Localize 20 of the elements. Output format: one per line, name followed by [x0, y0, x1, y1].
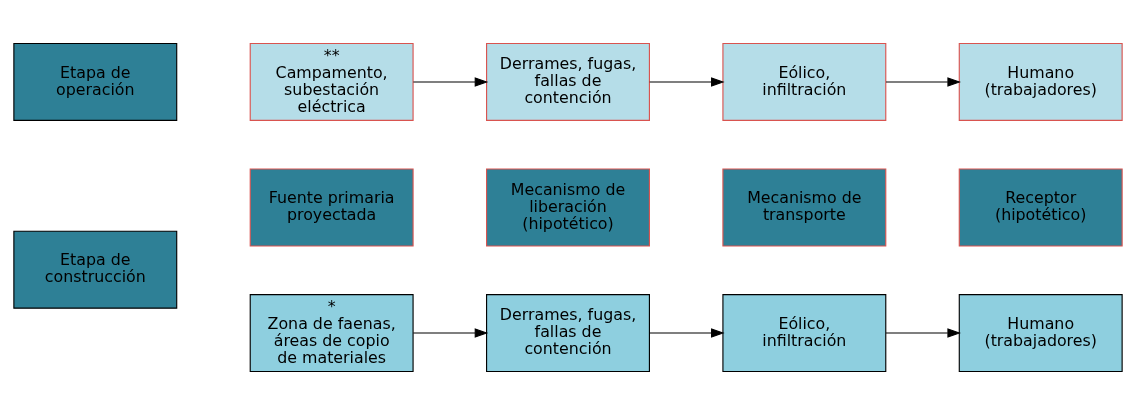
arrow: [412, 327, 489, 338]
node-box: Eólico, infiltración: [722, 42, 887, 121]
node-box: Etapa de operación: [13, 42, 178, 121]
node-box: Mecanismo de liberación (hipotético): [486, 168, 650, 246]
node-box: Humano (trabajadores): [958, 293, 1123, 372]
node-box: Derrames, fugas, fallas de contención: [486, 42, 650, 121]
node-box: Receptor (hipotético): [958, 168, 1123, 246]
arrow: [649, 76, 725, 87]
node-box: Mecanismo de transporte: [722, 168, 887, 246]
arrow: [412, 76, 489, 87]
arrow: [885, 76, 961, 87]
node-box: ** Campamento, subestación eléctrica: [249, 42, 414, 121]
arrow: [649, 327, 725, 338]
node-box: Humano (trabajadores): [958, 42, 1123, 121]
node-box: * Zona de faenas, áreas de copio de materiales: [249, 293, 414, 372]
node-box: Eólico, infiltración: [722, 293, 887, 372]
node-box: Fuente primaria proyectada: [249, 168, 414, 246]
arrow: [885, 327, 961, 338]
node-box: Derrames, fugas, fallas de contención: [486, 293, 650, 372]
node-box: Etapa de construcción: [13, 230, 178, 309]
